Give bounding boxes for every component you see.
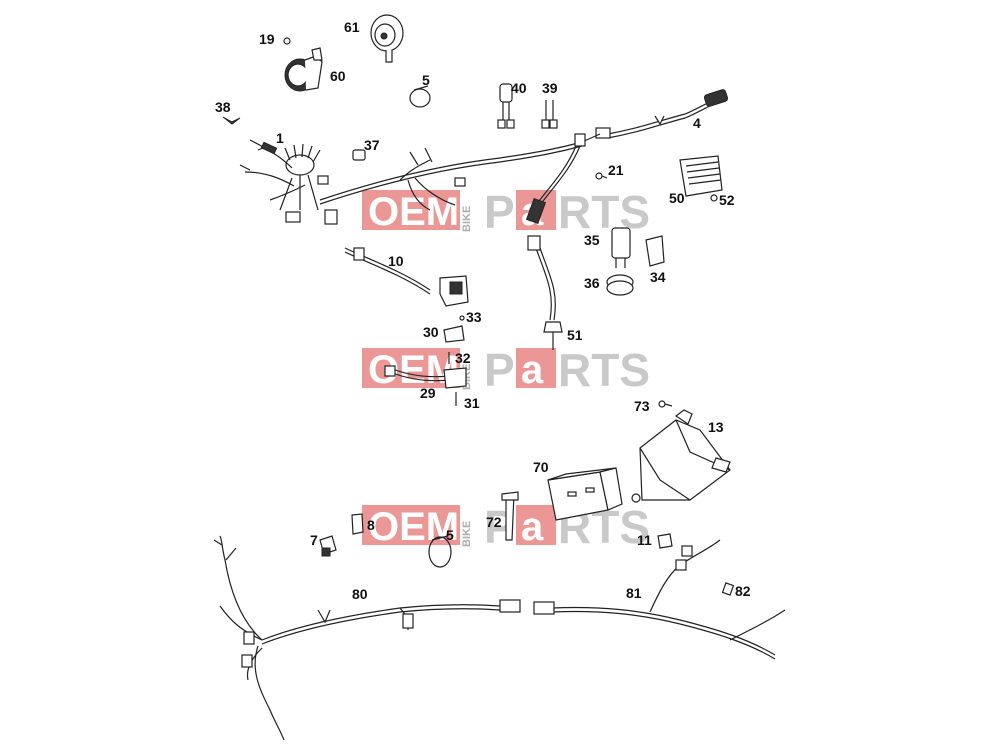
battery-strap-part [501,491,519,541]
label-70: 70 [533,459,549,475]
label-81: 81 [626,585,642,601]
pilot-lamp-part [283,37,323,92]
label-19: 19 [259,31,275,47]
label-10: 10 [388,253,404,269]
horn-part [370,14,404,63]
relay-part [319,535,337,557]
watermark-a: a [521,348,544,392]
battery-part [547,467,623,521]
label-1: 1 [276,130,284,146]
label-50: 50 [669,190,685,206]
label-61: 61 [344,19,360,35]
main-harness-part [239,133,601,225]
watermark-a: a [521,505,544,549]
label-39: 39 [542,80,558,96]
label-5-lower: 5 [446,527,454,543]
relay-holder-part [351,513,364,535]
label-11: 11 [637,532,652,548]
label-30: 30 [423,324,439,340]
watermark-p: P [484,186,515,238]
cable-tie-part [409,85,431,108]
watermark-bike: BIKE [461,206,473,232]
watermark-3: OEM BIKE P a RTS [362,501,650,553]
label-21: 21 [608,162,624,178]
label-4: 4 [693,115,701,131]
front-harness-part [213,535,521,741]
label-80: 80 [352,586,368,602]
label-38: 38 [215,99,231,115]
screw-part [595,172,608,180]
watermark-oem: OEM [368,190,459,234]
watermark-rts: RTS [558,344,650,396]
bracket-part [645,235,665,267]
bulb-holder-part [721,582,735,596]
label-51: 51 [567,327,583,343]
terminal-part [222,116,241,125]
sensor-cable-part [595,89,729,139]
label-37: 37 [364,137,380,153]
label-5-top: 5 [422,72,430,88]
connector-part [657,533,673,549]
label-35: 35 [584,232,600,248]
watermark-p: P [484,344,515,396]
kill-switch-part [344,247,469,307]
label-34: 34 [650,269,666,285]
label-8: 8 [367,517,375,533]
fuse-part [541,100,558,129]
watermark-bike: BIKE [461,521,473,547]
grommet-part [606,274,634,296]
clip-part [352,149,366,161]
watermark-oem: OEM [368,505,459,549]
label-73: 73 [634,398,650,414]
capacitor-part [611,227,631,268]
label-52: 52 [719,192,735,208]
switch-bracket-part [384,315,467,406]
label-40: 40 [511,80,527,96]
diode-part [497,83,515,129]
label-72: 72 [486,514,502,530]
watermark-1: OEM BIKE P a RTS [362,186,650,238]
label-33: 33 [466,309,482,325]
label-31: 31 [464,395,480,411]
watermark-rts: RTS [558,186,650,238]
rear-harness-part [533,539,786,660]
cable-tie-lower-part [428,535,452,568]
watermark-2: OEM BIKE P a RTS [362,344,650,396]
label-13: 13 [708,419,724,435]
regulator-part [679,155,723,202]
label-60: 60 [330,68,346,84]
label-82: 82 [735,583,751,599]
pressure-switch-part [527,235,563,350]
label-7: 7 [310,532,318,548]
label-29: 29 [420,385,436,401]
label-36: 36 [584,275,600,291]
battery-holder-part [631,400,731,503]
part-labels: 1 4 5 5 7 8 10 11 13 19 21 29 30 31 32 3… [215,19,751,602]
label-32: 32 [455,350,471,366]
